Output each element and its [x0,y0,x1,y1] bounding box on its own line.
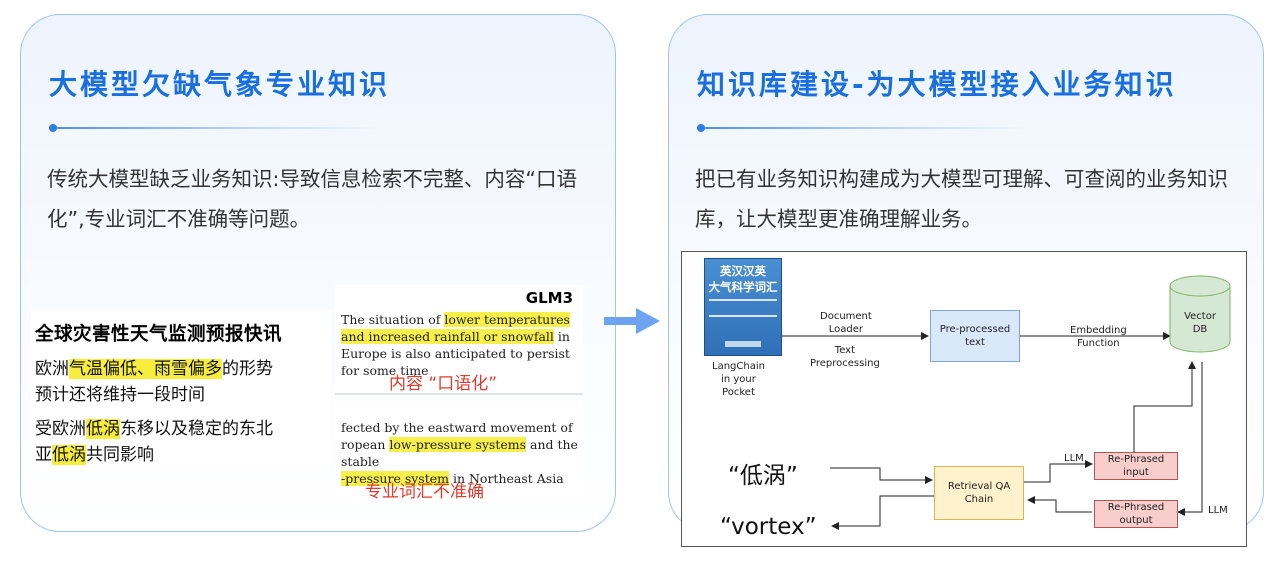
right-card-title: 知识库建设-为大模型接入业务知识 [697,68,1177,101]
llm-label-output: LLM [1208,505,1228,516]
right-arrow-icon [604,308,660,334]
vector-db-node: Vector DB [1184,311,1216,335]
news-line-1: 欧洲气温偏低、雨雪偏多的形势 [35,359,273,379]
right-card-description: 把已有业务知识构建成为大模型可理解、可查阅的业务知识库，让大模型更准确理解业务。 [695,167,1228,231]
left-card-title: 大模型欠缺气象专业知识 [49,68,391,101]
news-line-4: 亚低涡共同影响 [35,445,154,465]
rephrased-output-node: Re-Phrased output [1094,500,1178,528]
model-label: GLM3 [525,289,573,307]
title-dot-icon [49,124,57,132]
embedding-function-label: Embedding Function [1070,325,1127,349]
diagram-connectors [782,275,1231,530]
english-translation-image-2: fected by the eastward movement of ropea… [335,401,583,502]
colloquial-caption: 内容 “口语化” [389,374,498,394]
query-output-term: “vortex” [720,514,817,540]
left-card-description: 传统大模型缺乏业务知识:导致信息检索不完整、内容“口语化”,专业词汇不准确等问题… [47,167,578,231]
title-dot-icon [697,124,705,132]
text-preprocessing-label: Text Preprocessing [810,345,880,369]
preprocessed-text-node: Pre-processed text [930,310,1020,362]
left-title-underline [49,124,379,132]
knowledge-base-diagram: 英汉汉英 大气科学词汇 LangChain in your Pocket Doc… [681,251,1247,547]
news-headline: 全球灾害性天气监测预报快讯 [35,324,283,345]
llm-label-input: LLM [1064,453,1084,464]
english-text-2: fected by the eastward movement of ropea… [341,420,578,486]
news-line-2: 预计还将维持一段时间 [35,385,205,405]
rephrased-input-node: Re-Phrased input [1094,452,1178,480]
english-text-1: The situation of lower temperatures and … [341,312,570,378]
book-title-1: 英汉汉英 [720,264,766,278]
left-card: 大模型欠缺气象专业知识 传统大模型缺乏业务知识:导致信息检索不完整、内容“口语化… [20,14,616,532]
english-translation-image-1: GLM3 The situation of lower temperatures… [335,285,583,395]
right-title-underline [697,124,1027,132]
book-title-2: 大气科学词汇 [708,280,778,294]
query-input-term: “低涡” [728,463,798,489]
right-card: 知识库建设-为大模型接入业务知识 把已有业务知识构建成为大模型可理解、可查阅的业… [668,14,1264,547]
book-caption: LangChain in your Pocket [712,361,765,398]
retrieval-qa-chain-node: Retrieval QA Chain [934,466,1024,520]
news-image: 全球灾害性天气监测预报快讯 欧洲气温偏低、雨雪偏多的形势 预计还将维持一段时间 … [31,310,331,470]
dictionary-book-cover: 英汉汉英 大气科学词汇 [704,258,782,356]
inaccurate-terms-caption: 专业词汇不准确 [365,482,484,502]
document-loader-label: Document Loader [820,311,872,335]
news-line-3: 受欧洲低涡东移以及稳定的东北 [35,419,273,439]
